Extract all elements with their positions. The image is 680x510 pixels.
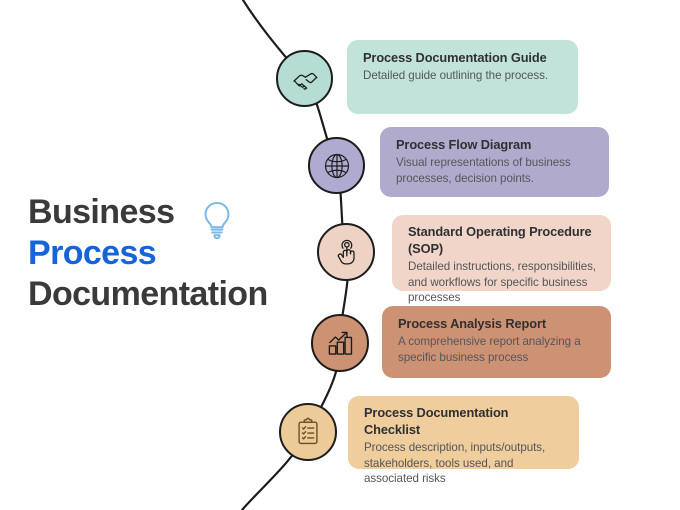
- step-card-title-2: Process Flow Diagram: [396, 137, 532, 152]
- step-card-title-1: Process Documentation Guide: [363, 50, 547, 65]
- title-line-2: Process: [28, 234, 157, 272]
- bar-chart-growth-icon: [323, 326, 357, 360]
- step-circle-1[interactable]: [276, 50, 333, 107]
- step-card-2[interactable]: Process Flow Diagram Visual representati…: [380, 127, 609, 197]
- step-card-1[interactable]: Process Documentation Guide Detailed gui…: [347, 40, 578, 114]
- step-card-desc-4: A comprehensive report analyzing a speci…: [398, 335, 581, 364]
- step-circle-5[interactable]: [279, 403, 337, 461]
- page-title: Business Process Documentation: [28, 192, 328, 315]
- step-card-title-4: Process Analysis Report: [398, 316, 547, 331]
- step-card-desc-1: Detailed guide outlining the process.: [363, 69, 549, 82]
- globe-icon: [320, 149, 354, 183]
- step-card-title-3: Standard Operating Procedure (SOP): [408, 224, 592, 256]
- title-line-3: Documentation: [28, 275, 268, 313]
- step-card-4[interactable]: Process Analysis Report A comprehensive …: [382, 306, 611, 378]
- step-card-title-5: Process Documentation Checklist: [364, 405, 509, 437]
- step-circle-2[interactable]: [308, 137, 365, 194]
- step-card-3[interactable]: Standard Operating Procedure (SOP) Detai…: [392, 215, 611, 304]
- step-card-5[interactable]: Process Documentation Checklist Process …: [348, 396, 579, 485]
- lightbulb-icon: [199, 198, 235, 240]
- step-card-desc-2: Visual representations of business proce…: [396, 156, 571, 185]
- tap-finger-icon: [329, 235, 363, 269]
- step-circle-4[interactable]: [311, 314, 369, 372]
- step-card-desc-5: Process description, inputs/outputs, sta…: [364, 441, 546, 485]
- title-line-1: Business: [28, 193, 175, 231]
- handshake-icon: [288, 62, 322, 96]
- step-card-desc-3: Detailed instructions, responsibilities,…: [408, 260, 597, 304]
- clipboard-checklist-icon: [291, 415, 325, 449]
